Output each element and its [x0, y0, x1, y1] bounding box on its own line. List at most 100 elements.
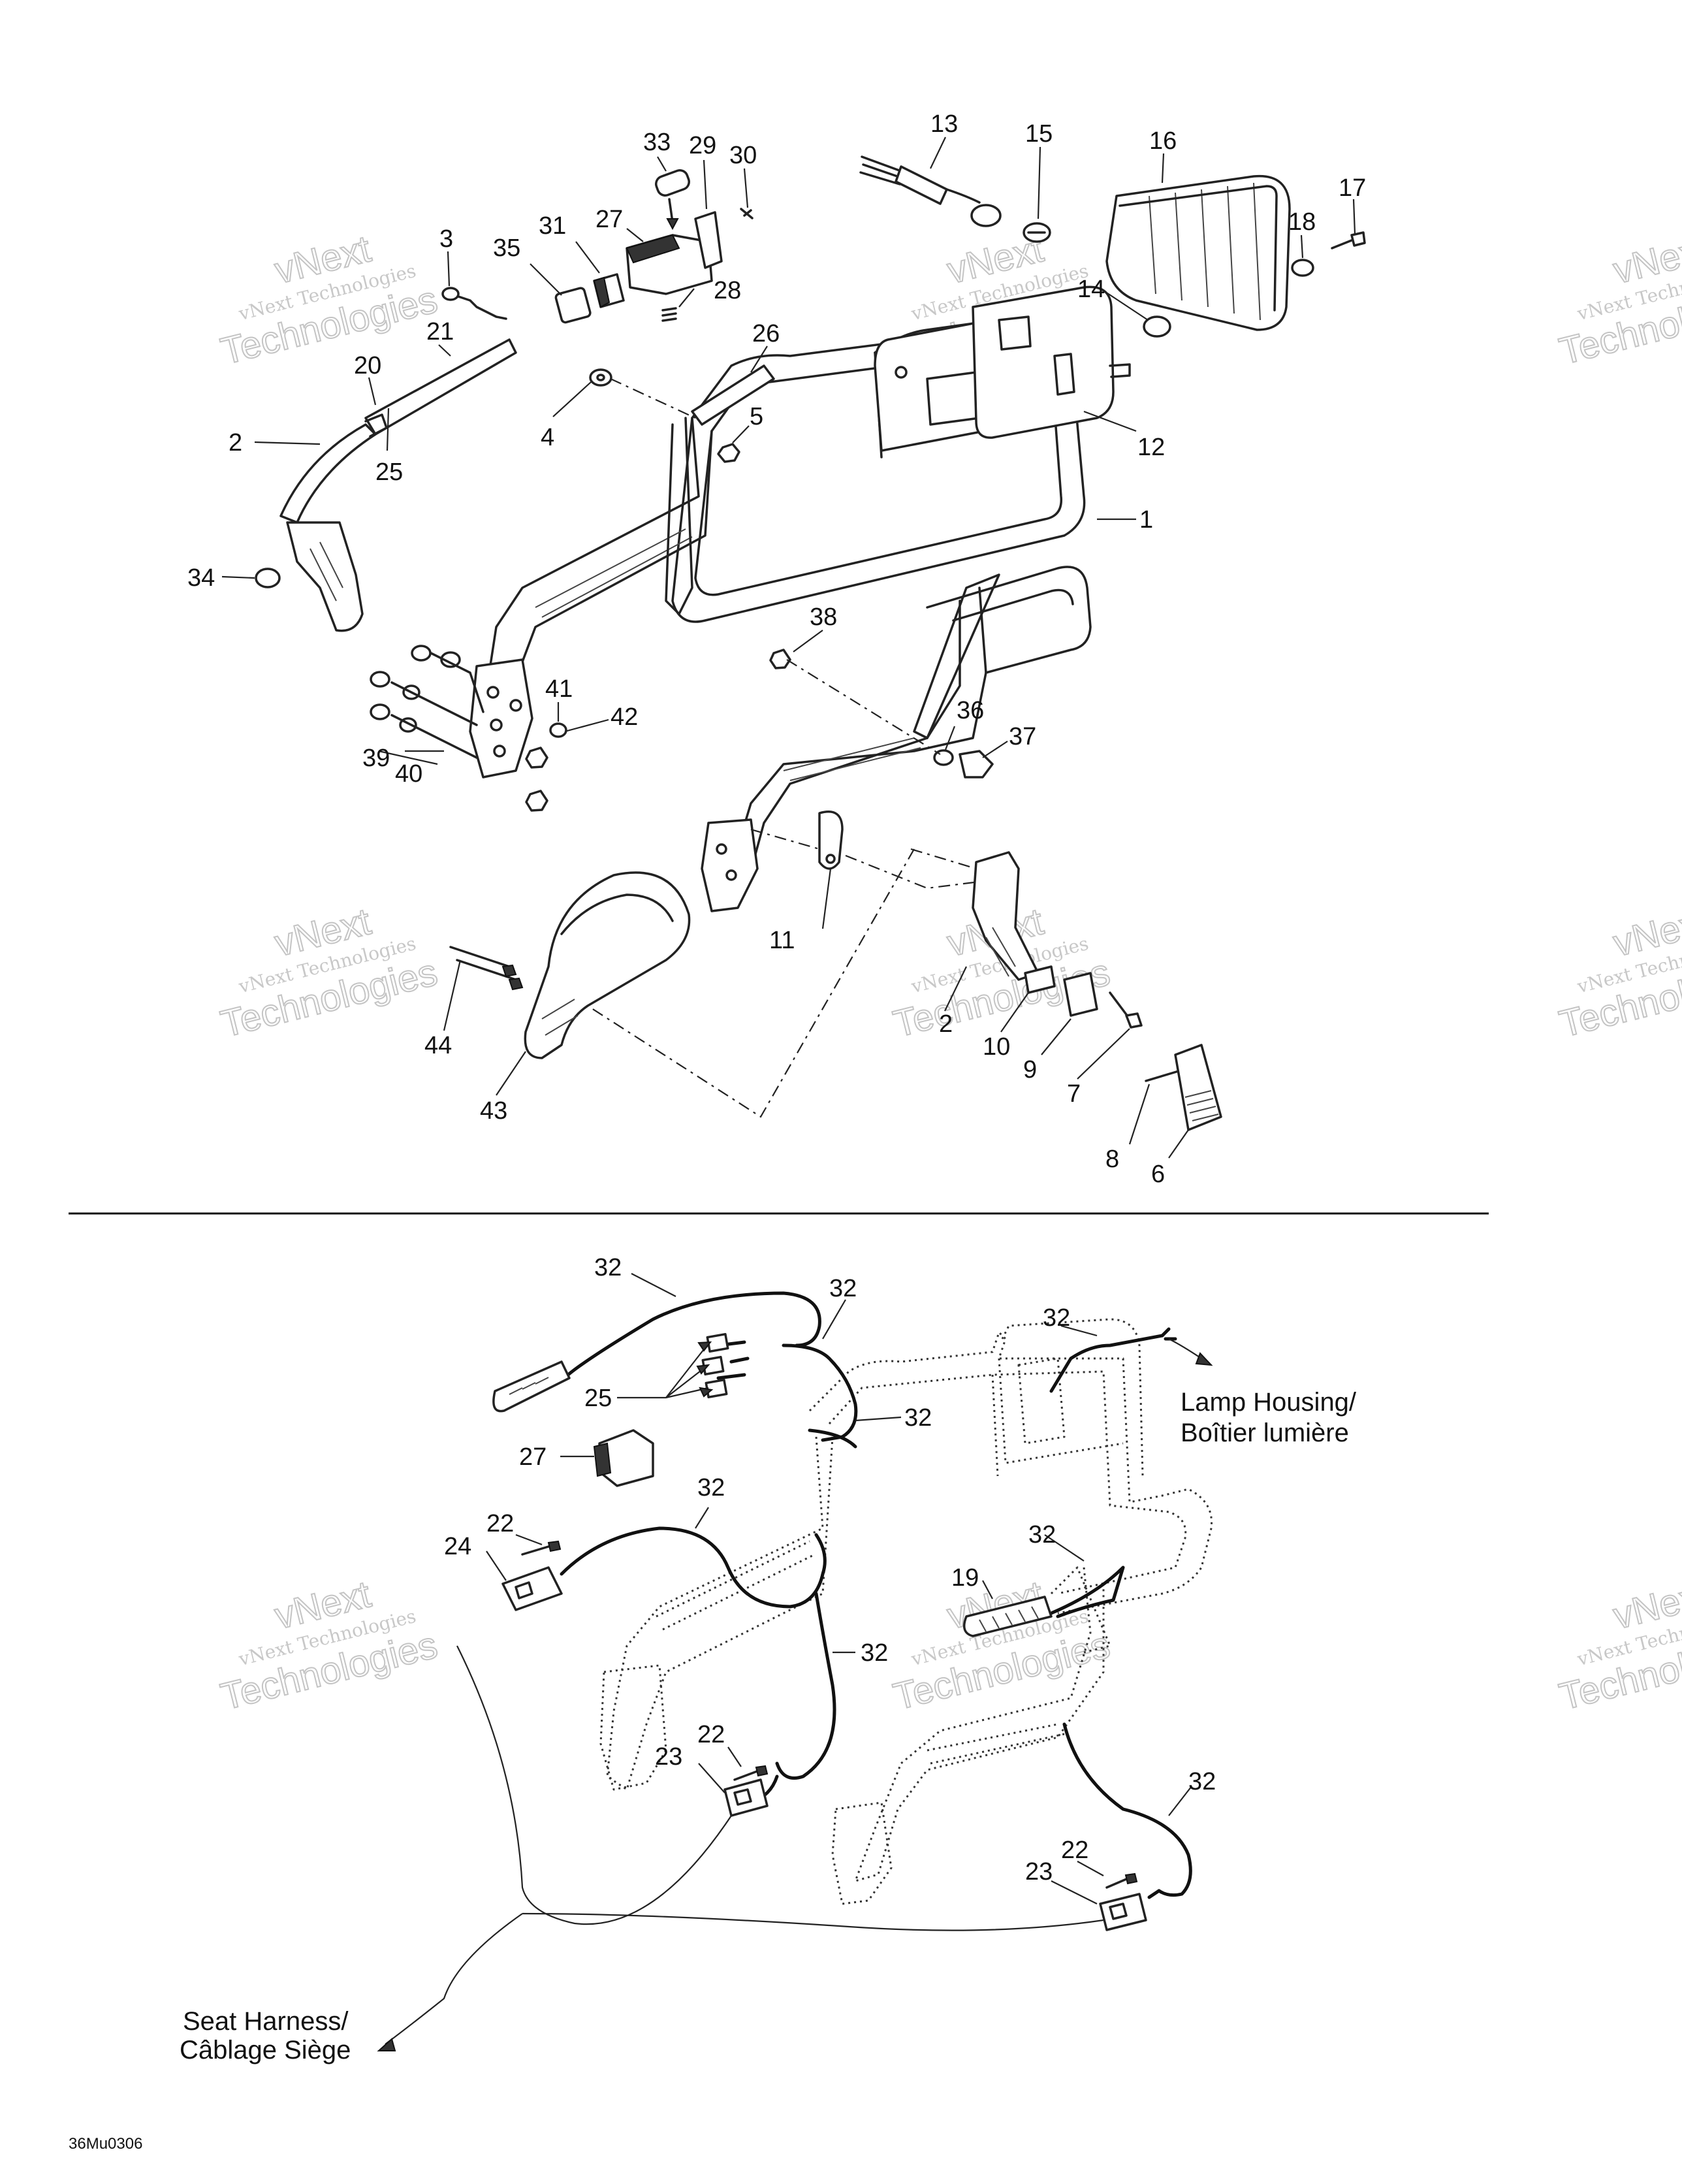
- callout-5: 5: [750, 403, 763, 430]
- wire-32-i: [1062, 1722, 1192, 1897]
- wire-32-a: [566, 1291, 821, 1377]
- harness-components: [492, 1332, 1147, 1931]
- leaders-bottom: [377, 1273, 1213, 2051]
- callout-25-b: 25: [584, 1385, 612, 1412]
- wire-harness: [560, 1291, 1192, 1899]
- tail-light-group: [859, 155, 1366, 439]
- callout-13: 13: [930, 110, 958, 138]
- callout-1: 1: [1139, 506, 1153, 534]
- callout-30: 30: [729, 142, 757, 169]
- wire-32-e: [560, 1526, 827, 1609]
- lamp-housing-label-1: Lamp Housing/: [1181, 1388, 1357, 1417]
- connector-24: [501, 1566, 563, 1611]
- connector-25c: [705, 1378, 728, 1399]
- lens-16: [1105, 174, 1291, 331]
- spring-28: [661, 307, 677, 322]
- watermark: vNext vNext Technologies Technologies: [216, 1572, 442, 1719]
- callout-15: 15: [1025, 120, 1053, 148]
- callout-7: 7: [1067, 1080, 1081, 1108]
- callout-12: 12: [1137, 434, 1165, 461]
- callout-20: 20: [354, 352, 381, 379]
- callout-32-c: 32: [1043, 1304, 1070, 1332]
- bracket-29: [694, 211, 723, 269]
- callout-39: 39: [362, 745, 390, 772]
- callout-26: 26: [752, 320, 780, 347]
- callout-32-a: 32: [594, 1254, 622, 1281]
- callout-19: 19: [951, 1564, 979, 1592]
- callout-4: 4: [541, 424, 554, 451]
- drawing-code: 36Mu0306: [69, 2135, 142, 2153]
- callouts-top: 33 29 30 13 15 16 17 18 31 27 3 35 28 14…: [187, 110, 1366, 1188]
- knob-34: [255, 568, 281, 588]
- pin-8: [1145, 1070, 1180, 1082]
- nut-5: [717, 443, 740, 463]
- watermark: vNext vNext Technologies Technologies: [1555, 899, 1682, 1046]
- callout-28: 28: [714, 277, 741, 304]
- plug-35: [554, 287, 592, 324]
- wire-32-c: [808, 1428, 857, 1449]
- callout-18: 18: [1288, 208, 1316, 236]
- nut-38: [769, 649, 791, 669]
- notes: Lamp Housing/ Boîtier lumière Seat Harne…: [180, 1388, 1357, 2064]
- seat-harness-label-1: Seat Harness/: [183, 2007, 349, 2036]
- callout-22-a: 22: [486, 1510, 514, 1537]
- lamp-housing-12: [972, 285, 1115, 439]
- callout-29: 29: [689, 132, 716, 159]
- handle-assembly: [255, 287, 740, 632]
- grommet-14: [1143, 315, 1171, 338]
- callout-11: 11: [769, 927, 795, 954]
- callout-14: 14: [1077, 276, 1105, 303]
- bolt-37: [959, 750, 994, 779]
- pin-22b: [733, 1769, 762, 1781]
- wire-32-f: [775, 1592, 836, 1780]
- side-cover-group: [449, 871, 691, 1059]
- callout-35: 35: [493, 234, 520, 262]
- hardware-right: [769, 649, 994, 870]
- callout-32-f: 32: [1028, 1521, 1056, 1549]
- callout-8: 8: [1105, 1146, 1119, 1173]
- callout-6: 6: [1151, 1161, 1165, 1188]
- seat-harness-label-2: Câblage Siège: [180, 2036, 351, 2064]
- watermark: vNext vNext Technologies Technologies: [216, 227, 442, 374]
- socket-13: [895, 165, 948, 205]
- callout-2b: 2: [939, 1010, 953, 1038]
- washer-4: [589, 368, 612, 387]
- callout-43: 43: [480, 1097, 507, 1125]
- sensor-25: [492, 1360, 571, 1413]
- callout-32-e: 32: [697, 1474, 725, 1502]
- watermark: vNext vNext Technologies Technologies: [889, 1572, 1115, 1719]
- callout-2: 2: [229, 429, 242, 457]
- wire-end: [1160, 1327, 1177, 1341]
- callouts-bottom: 32 32 32 25 32 27 32 22 24 32 19 32 22 2…: [444, 1254, 1216, 1886]
- connector-23a: [723, 1778, 769, 1817]
- callout-27: 27: [595, 206, 623, 233]
- callout-37: 37: [1009, 723, 1036, 750]
- callout-31: 31: [539, 212, 566, 240]
- callout-24: 24: [444, 1533, 471, 1560]
- wire-32-d: [1049, 1334, 1164, 1393]
- callout-22-c: 22: [1061, 1837, 1088, 1864]
- callout-34: 34: [187, 564, 215, 592]
- right-bracket-group: [972, 851, 1222, 1131]
- callout-17: 17: [1339, 174, 1366, 202]
- callout-32-g: 32: [861, 1639, 888, 1667]
- callout-32-b: 32: [829, 1275, 857, 1302]
- callout-32-h: 32: [1188, 1768, 1216, 1795]
- callout-25: 25: [375, 458, 403, 486]
- callout-27-b: 27: [519, 1443, 547, 1471]
- callout-23-a: 23: [655, 1743, 682, 1771]
- washer-18: [1291, 259, 1314, 277]
- callout-33: 33: [643, 129, 671, 156]
- lamp-housing-label-2: Boîtier lumière: [1181, 1419, 1349, 1447]
- callout-41: 41: [545, 675, 573, 703]
- watermark: vNext vNext Technologies Technologies: [1555, 227, 1682, 374]
- spring-3: [449, 293, 507, 320]
- cover-43: [524, 871, 691, 1059]
- wire-end-b: [1147, 1889, 1161, 1899]
- socket-ring: [970, 204, 1002, 227]
- screw-17: [1350, 231, 1366, 247]
- phantom-lines-top: [587, 378, 980, 1118]
- grip-tube-21: [364, 338, 517, 436]
- callout-3: 3: [439, 225, 453, 253]
